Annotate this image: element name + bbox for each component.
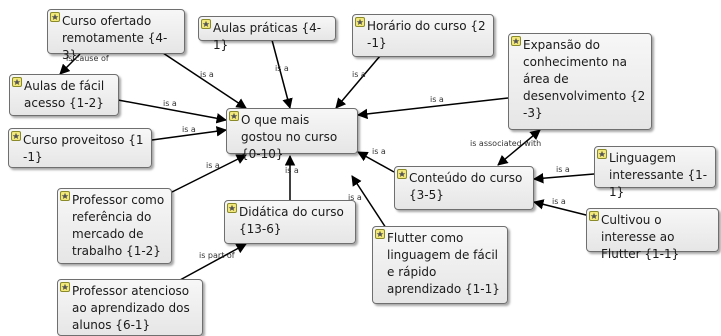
node-curso-proveitoso[interactable]: Curso proveitoso {1 -1} bbox=[8, 128, 152, 168]
edge-linguagem-conteudo bbox=[532, 172, 595, 184]
edge-label-is-a: is a bbox=[163, 99, 177, 108]
edge-curso-ofertado-central bbox=[159, 50, 247, 109]
star-icon bbox=[375, 229, 385, 239]
node-flutter[interactable]: Flutter como linguagem de fácil e rápido… bbox=[372, 226, 508, 304]
node-label: Curso proveitoso {1 -1} bbox=[23, 133, 144, 164]
star-icon bbox=[12, 77, 22, 87]
edge-professor-atencioso-didatica bbox=[179, 243, 247, 281]
edge-label-is-a: is a bbox=[552, 197, 566, 206]
edge-label-is-part-of: is part of bbox=[199, 251, 235, 260]
star-icon bbox=[229, 111, 239, 121]
edge-expansao-central bbox=[356, 97, 509, 120]
edge-curso-ofertado-aulas-facil bbox=[59, 53, 81, 75]
edge-label-is-a: is a bbox=[372, 147, 386, 156]
edge-label-is-a: is a bbox=[348, 193, 362, 202]
star-icon bbox=[589, 211, 599, 221]
node-didatica[interactable]: Didática do curso {13-6} bbox=[224, 200, 356, 244]
node-label: O que mais gostou no curso {0-10} bbox=[241, 113, 338, 161]
edge-flutter-central bbox=[351, 175, 387, 229]
node-aulas-facil[interactable]: Aulas de fácil acesso {1-2} bbox=[9, 74, 119, 116]
node-label: Horário do curso {2 -1} bbox=[367, 19, 486, 50]
star-icon bbox=[511, 36, 521, 46]
node-central[interactable]: O que mais gostou no curso {0-10} bbox=[226, 108, 358, 161]
node-label: Professor como referência do mercado de … bbox=[72, 193, 165, 258]
node-label: Flutter como linguagem de fácil e rápido… bbox=[387, 231, 500, 296]
edge-cultivou-conteudo bbox=[532, 199, 591, 217]
edge-label-is-a: is a bbox=[352, 70, 366, 79]
star-icon bbox=[355, 17, 365, 27]
star-icon bbox=[397, 169, 407, 179]
node-label: Didática do curso {13-6} bbox=[239, 205, 344, 236]
node-label: Expansão do conhecimento na área de dese… bbox=[523, 38, 646, 120]
node-label: Aulas práticas {4-1} bbox=[213, 21, 322, 52]
star-icon bbox=[201, 19, 211, 29]
node-label: Curso ofertado remotamente {4-3} bbox=[62, 14, 168, 62]
edge-expansao-conteudo bbox=[497, 129, 541, 166]
edge-label-is-a: is a bbox=[430, 95, 444, 104]
star-icon bbox=[597, 149, 607, 159]
node-curso-ofertado[interactable]: Curso ofertado remotamente {4-3} bbox=[47, 9, 185, 62]
star-icon bbox=[11, 131, 21, 141]
node-professor-atencioso[interactable]: Professor atencioso ao aprendizado dos a… bbox=[57, 279, 203, 336]
edge-aulas-facil-central bbox=[117, 99, 228, 124]
edge-label-is-a: is a bbox=[275, 64, 289, 73]
edge-curso-proveitoso-central bbox=[151, 126, 228, 141]
edge-label-is-a: is a bbox=[556, 165, 570, 174]
edge-label-is-a: is a bbox=[206, 161, 220, 170]
edge-label-is-a: is a bbox=[200, 70, 214, 79]
star-icon bbox=[60, 282, 70, 292]
node-conteudo[interactable]: Conteúdo do curso {3-5} bbox=[394, 166, 534, 210]
node-horario[interactable]: Horário do curso {2 -1} bbox=[352, 14, 494, 57]
edge-horario-central bbox=[335, 55, 381, 109]
node-professor-ref[interactable]: Professor como referência do mercado de … bbox=[57, 188, 172, 264]
node-label: Cultivou o interesse ao Flutter {1-1} bbox=[601, 213, 680, 261]
edge-label-is-cause-of: is cause of bbox=[66, 54, 109, 63]
edge-label-is-a: is a bbox=[182, 125, 196, 134]
edge-conteudo-central bbox=[357, 151, 395, 173]
edge-aulas-praticas-central bbox=[271, 39, 293, 110]
node-label: Aulas de fácil acesso {1-2} bbox=[24, 79, 105, 110]
edge-label-is-a: is a bbox=[285, 166, 299, 175]
star-icon bbox=[50, 12, 60, 22]
node-expansao[interactable]: Expansão do conhecimento na área de dese… bbox=[508, 33, 652, 130]
node-cultivou[interactable]: Cultivou o interesse ao Flutter {1-1} bbox=[586, 208, 719, 261]
star-icon bbox=[60, 191, 70, 201]
node-label: Conteúdo do curso {3-5} bbox=[409, 171, 523, 202]
node-linguagem[interactable]: Linguagem interessante {1-1} bbox=[594, 146, 716, 199]
node-label: Professor atencioso ao aprendizado dos a… bbox=[72, 284, 190, 332]
edge-label-is-associated-with: is associated with bbox=[470, 139, 541, 148]
node-label: Linguagem interessante {1-1} bbox=[609, 151, 708, 199]
node-aulas-praticas[interactable]: Aulas práticas {4-1} bbox=[198, 16, 336, 52]
star-icon bbox=[227, 203, 237, 213]
edge-professor-ref-central bbox=[171, 154, 247, 193]
